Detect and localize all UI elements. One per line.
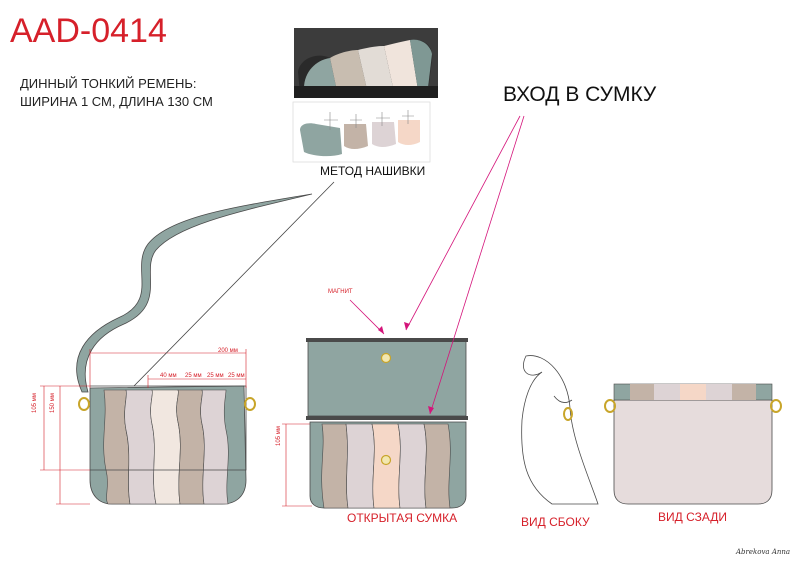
leader-entry-inner [429, 115, 525, 415]
leader-lines [349, 115, 525, 415]
magnet-label: МАГНИТ [328, 289, 353, 295]
back-view-label: ВИД СЗАДИ [658, 510, 728, 524]
strap-note-line-2: ШИРИНА 1 СМ, ДЛИНА 130 СМ [20, 94, 213, 109]
side-view [521, 355, 599, 505]
dimension-lines [40, 349, 312, 507]
magnet-snap-bottom [380, 454, 392, 466]
side-view-label: ВИД СБОКУ [521, 515, 590, 529]
product-code: AAD-0414 [10, 12, 167, 50]
open-bag-label: ОТКРЫТАЯ СУМКА [347, 511, 458, 525]
leader-entry-open [405, 115, 521, 331]
stitching-sketch [292, 101, 431, 163]
signature: Abrekova Anna [736, 548, 791, 556]
magnet-snap-top [380, 352, 392, 364]
method-label: МЕТОД НАШИВКИ [320, 164, 426, 178]
back-view [604, 383, 782, 505]
dim-stripe-25a: 25 мм [185, 373, 202, 379]
strap-note-line-1: ДИННЫЙ ТОНКИЙ РЕМЕНЬ: [20, 76, 197, 91]
front-bag [78, 385, 256, 505]
bag-strap [76, 193, 313, 393]
dim-stripe-25c: 25 мм [228, 373, 245, 379]
dim-stripe-25b: 25 мм [207, 373, 224, 379]
open-bag [306, 338, 468, 509]
leader-magnet [349, 299, 385, 335]
entry-label: ВХОД В СУМКУ [503, 83, 657, 106]
fabric-photo [294, 28, 438, 98]
dim-width-total: 200 мм [218, 348, 238, 354]
leader-method [133, 181, 335, 387]
dim-stripe-40: 40 мм [160, 373, 177, 379]
